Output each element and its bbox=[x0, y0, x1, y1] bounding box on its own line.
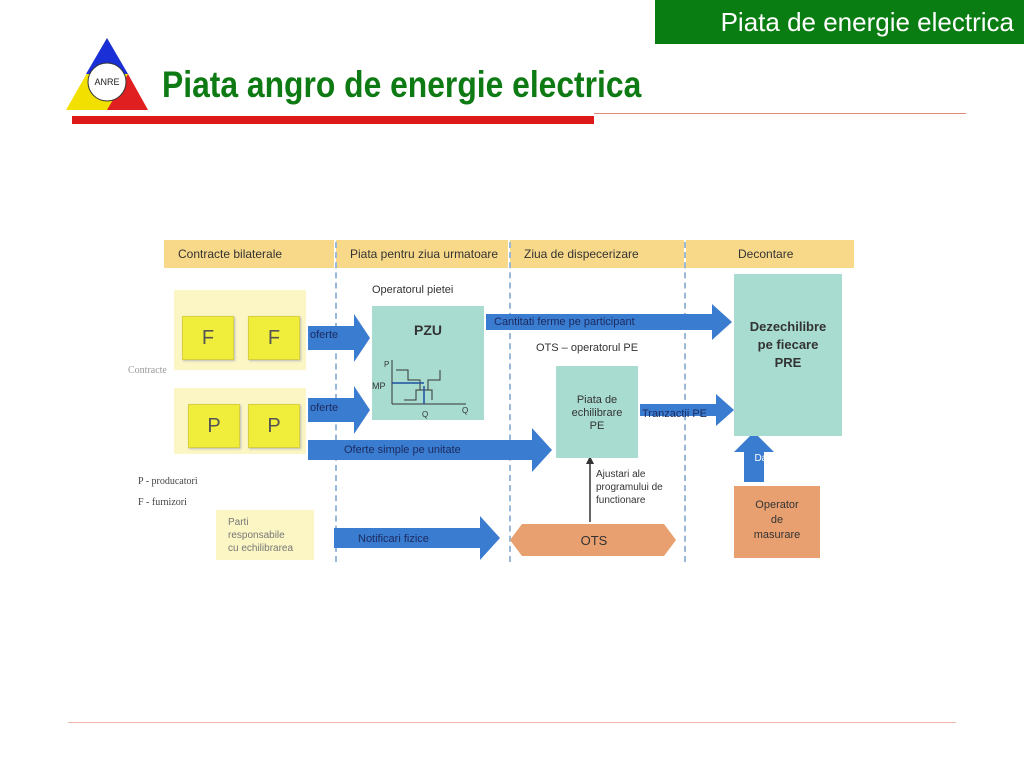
logo-text: ANRE bbox=[94, 77, 119, 87]
chart-mp: MP bbox=[372, 381, 386, 391]
column-header: Ziua de dispecerizare bbox=[510, 240, 684, 268]
supply-demand-chart bbox=[391, 360, 466, 405]
pzu-label: PZU bbox=[414, 322, 442, 338]
furnizor-box: F bbox=[248, 316, 300, 360]
oferte-arrow bbox=[308, 314, 370, 362]
oferte-simple-arrow bbox=[308, 428, 552, 472]
column-divider bbox=[509, 242, 511, 562]
market-diagram: Contracte bilaterale Piata pentru ziua u… bbox=[124, 228, 884, 608]
ots-operator-label: OTS – operatorul PE bbox=[536, 342, 639, 354]
oferte-arrow bbox=[308, 386, 370, 434]
parti-panel bbox=[216, 510, 314, 560]
oferte-label: oferte bbox=[310, 402, 339, 414]
oferte-label: oferte bbox=[310, 329, 339, 341]
operator-masurare-box bbox=[734, 486, 820, 558]
footer-rule bbox=[68, 722, 956, 723]
contracte-label: Contracte bbox=[128, 365, 167, 376]
legend-p: P - producatori bbox=[138, 476, 198, 487]
ots-shape bbox=[510, 524, 676, 556]
furnizor-box: F bbox=[182, 316, 234, 360]
title-rule bbox=[594, 113, 966, 114]
cantitati-label: Cantitati ferme pe participant bbox=[494, 316, 635, 328]
section-title-bar: Piata de energie electrica bbox=[655, 0, 1024, 44]
column-header: Contracte bilaterale bbox=[164, 240, 334, 268]
tranzactii-arrow bbox=[640, 394, 734, 426]
notificari-label: Notificari fizice bbox=[358, 533, 429, 545]
notificari-arrow bbox=[334, 516, 500, 560]
chart-p: P bbox=[384, 360, 390, 369]
date-label: Date bbox=[754, 453, 776, 464]
ots-label: OTS bbox=[580, 533, 608, 548]
title-underline bbox=[72, 116, 594, 124]
column-header: Piata pentru ziua urmatoare bbox=[336, 240, 508, 268]
cantitati-arrow bbox=[486, 304, 732, 340]
column-header: Decontare bbox=[686, 240, 854, 268]
pzu-box bbox=[372, 306, 484, 420]
operatorul-pietei-label: Operatorul pietei bbox=[372, 284, 454, 296]
arrows-layer bbox=[308, 304, 774, 560]
chart-q: Q bbox=[422, 410, 429, 419]
anre-logo: ANRE bbox=[66, 38, 148, 110]
dezechilibre-box bbox=[734, 274, 842, 436]
oferte-simple-label: Oferte simple pe unitate bbox=[344, 444, 461, 456]
tranzactii-label: Tranzactii PE bbox=[642, 408, 708, 420]
legend-f: F - furnizori bbox=[138, 497, 187, 508]
date-arrow bbox=[734, 432, 774, 482]
column-divider bbox=[684, 242, 686, 562]
producator-box: P bbox=[248, 404, 300, 448]
piata-echilibrare-box bbox=[556, 366, 638, 458]
chart-q: Q bbox=[462, 406, 469, 415]
page-title: Piata angro de energie electrica bbox=[162, 64, 642, 105]
producator-box: P bbox=[188, 404, 240, 448]
